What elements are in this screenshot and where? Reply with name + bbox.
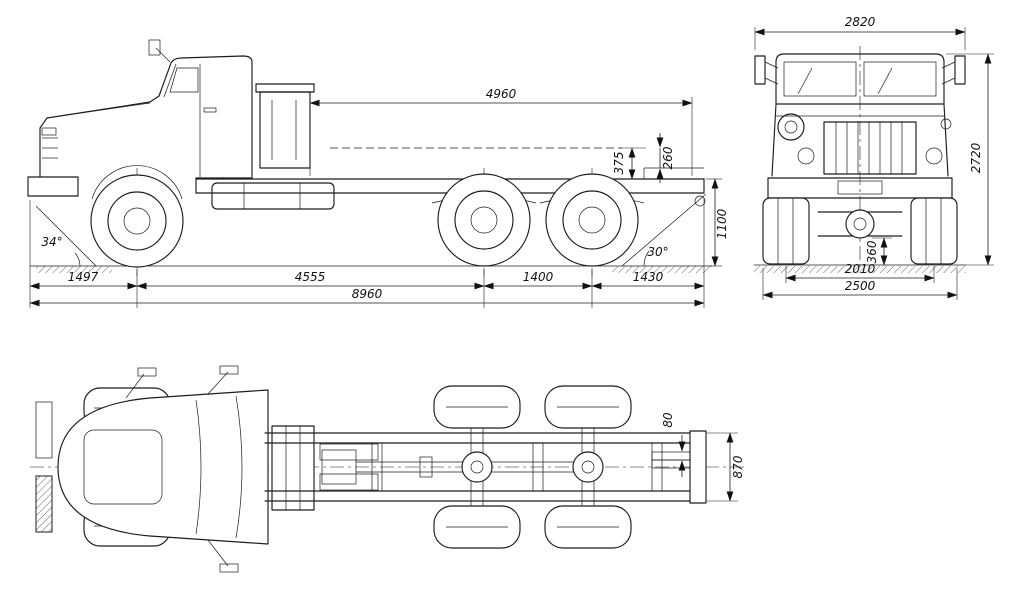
- headlight-right: [925, 147, 943, 165]
- top-cab: [57, 365, 269, 573]
- headlight-left: [797, 147, 815, 165]
- front-bumper-group: [767, 177, 953, 199]
- svg-text:360: 360: [865, 240, 879, 263]
- u-joint: [419, 456, 433, 478]
- top-mirror-1: [137, 367, 157, 377]
- side-cab: [27, 39, 253, 200]
- top-rear-wheels: [433, 385, 632, 549]
- license-plate: [837, 180, 883, 195]
- front-hood-grille: [771, 103, 952, 177]
- dim-375: 375: [612, 147, 646, 180]
- dim-2500: 2500: [762, 268, 958, 300]
- front-ground-hatch: [754, 266, 966, 273]
- top-bumper-upper: [35, 401, 53, 459]
- tow-hook: [694, 195, 706, 207]
- dim-4960: 4960: [309, 87, 693, 176]
- top-windshield-arc: [235, 395, 243, 539]
- crossmember-2: [532, 442, 544, 492]
- dim-departure-angle: 30°: [647, 245, 668, 259]
- svg-text:1100: 1100: [715, 208, 729, 239]
- dim-870: 870: [706, 432, 745, 502]
- top-axles: [461, 427, 604, 507]
- windshield-line: [163, 63, 177, 98]
- dim-360: 360: [865, 237, 892, 266]
- dim-approach-angle: 34°: [41, 235, 62, 249]
- top-bumper-lower: [35, 475, 53, 533]
- front-wheel-left: [762, 197, 810, 265]
- dim-1497: 1497: [68, 270, 99, 284]
- door-handle: [203, 107, 217, 113]
- dim-1430: 1430: [633, 270, 664, 284]
- radiator-grille: [823, 121, 917, 175]
- svg-text:80: 80: [661, 412, 675, 428]
- hood-line: [59, 102, 151, 117]
- departure-angle-arc: [643, 250, 650, 267]
- dim-2720: 2720: [946, 53, 994, 266]
- front-wheel-right: [910, 197, 958, 265]
- mirror: [148, 39, 161, 56]
- dim-4555: 4555: [295, 270, 326, 284]
- rear-crossmember: [689, 430, 707, 504]
- dim-2820: 2820: [754, 15, 966, 50]
- dim-80: 80: [661, 412, 686, 477]
- wiper-right: [877, 67, 893, 95]
- windshield-right: [863, 61, 937, 97]
- differential-1: [461, 451, 493, 483]
- dim-1400: 1400: [523, 270, 554, 284]
- side-rear-wheel: [545, 173, 639, 267]
- dim-2010: 2010: [785, 262, 935, 283]
- headlight: [41, 127, 57, 136]
- top-mirror-3: [219, 563, 239, 573]
- front-bumper: [27, 176, 79, 197]
- ground-hatch-rear: [612, 266, 710, 273]
- windshield-left: [783, 61, 857, 97]
- svg-text:2720: 2720: [969, 142, 983, 173]
- top-frame: [264, 430, 707, 504]
- mirror-arm: [155, 47, 171, 63]
- dim-8960: 8960: [352, 287, 383, 301]
- air-tank-1: [319, 443, 379, 461]
- air-tank-2: [319, 473, 379, 491]
- engine-hatch: [83, 429, 163, 505]
- svg-text:870: 870: [731, 455, 745, 478]
- approach-angle-arc: [74, 252, 81, 267]
- front-differential: [845, 209, 875, 239]
- transfer-case: [321, 449, 357, 485]
- wiper-left: [797, 67, 813, 95]
- dim-chain-bottom: 1497 4555 1400 1430 8960: [29, 198, 705, 308]
- svg-text:375: 375: [612, 152, 626, 175]
- svg-text:260: 260: [661, 146, 675, 169]
- front-cab: [775, 53, 945, 105]
- approach-angle-line: [35, 205, 97, 267]
- dim-260: 260: [656, 133, 675, 183]
- front-axle-wheels: [762, 197, 958, 265]
- top-roof-arc: [195, 399, 202, 535]
- svg-text:4960: 4960: [486, 87, 517, 101]
- dim-1100: 1100: [706, 178, 729, 267]
- departure-angle-line: [621, 193, 707, 267]
- svg-text:2010: 2010: [845, 262, 876, 276]
- marker-lamp: [940, 118, 952, 130]
- ground-hatch-front: [36, 266, 112, 273]
- side-window: [169, 67, 199, 93]
- svg-text:2820: 2820: [845, 15, 876, 29]
- front-fender-arc: [91, 165, 183, 200]
- side-mid-wheel: [437, 173, 531, 267]
- top-behind-cab-equipment: [271, 425, 379, 511]
- side-front-wheel: [90, 174, 184, 268]
- coupling-plate-lower: [651, 459, 691, 469]
- svg-text:2500: 2500: [845, 279, 876, 293]
- crossmember-1: [371, 442, 383, 492]
- behind-cab-box: [255, 83, 315, 169]
- spotlight: [777, 113, 805, 141]
- front-view: 2820 2720 360 2010 2500: [754, 15, 994, 300]
- side-view: 34° 30°: [27, 39, 729, 308]
- fuel-tank: [211, 182, 335, 210]
- top-view: 80 870: [30, 365, 745, 573]
- coupling-plate-upper: [651, 451, 691, 461]
- top-mirror-2: [219, 365, 239, 375]
- differential-2: [572, 451, 604, 483]
